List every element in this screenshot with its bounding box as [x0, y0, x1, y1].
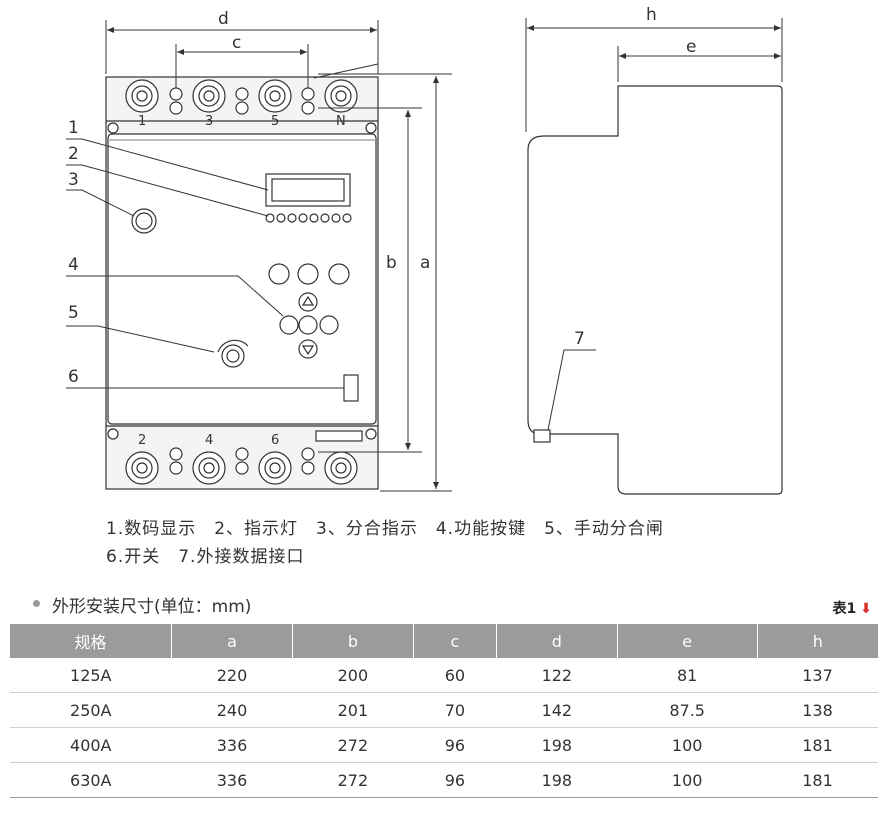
bullet-icon [33, 600, 40, 607]
dimension-drawing: 1 2 3 4 5 6 1 3 5 N 2 4 6 d c b a [66, 5, 783, 495]
header-b: b [292, 624, 414, 658]
table-cell: 100 [617, 762, 758, 798]
callout-leaders [66, 138, 344, 389]
table-cell: 96 [413, 727, 497, 763]
table-cell: 272 [292, 762, 414, 798]
table-cell: 142 [496, 692, 618, 728]
table-cell: 81 [617, 658, 758, 693]
table-cell: 250A [10, 692, 172, 728]
indicator-lights [265, 213, 352, 223]
dimension-lines-side [525, 18, 783, 431]
callout-6: 6 [68, 367, 79, 387]
pole-label-4: 4 [205, 433, 213, 448]
table-cell: 336 [171, 727, 293, 763]
table-cell: 336 [171, 762, 293, 798]
legend-line-2: 6.开关 7.外接数据接口 [106, 547, 305, 567]
pole-label-1: 1 [138, 114, 146, 129]
table-row: 630A 336 272 96 198 100 181 [10, 762, 878, 798]
dim-label-h: h [646, 5, 657, 25]
table-cell: 240 [171, 692, 293, 728]
table-cell: 400A [10, 727, 172, 763]
callout-1: 1 [68, 118, 79, 138]
table-cell: 138 [757, 692, 878, 728]
dim-label-a: a [420, 253, 430, 273]
section-title: 外形安装尺寸(单位：mm) [52, 597, 252, 617]
data-port [533, 429, 551, 443]
table-label: 表1⬇ [832, 601, 872, 617]
table-cell: 100 [617, 727, 758, 763]
table-cell: 630A [10, 762, 172, 798]
table-row: 250A 240 201 70 142 87.5 138 [10, 692, 878, 728]
table-cell: 122 [496, 658, 618, 693]
header-h: h [757, 624, 878, 658]
table-cell: 96 [413, 762, 497, 798]
dimension-lines-front [105, 20, 452, 492]
table-cell: 220 [171, 658, 293, 693]
legend-line-1: 1.数码显示 2、指示灯 3、分合指示 4.功能按键 5、手动分合闸 [106, 519, 664, 539]
function-keys [268, 263, 350, 359]
pole-label-3: 3 [205, 114, 213, 129]
panel-components [131, 173, 359, 402]
dim-label-b: b [386, 253, 397, 273]
pole-label-n: N [336, 114, 346, 129]
pole-label-2: 2 [138, 433, 146, 448]
table-cell: 198 [496, 762, 618, 798]
switch [343, 374, 359, 402]
table-cell: 137 [757, 658, 878, 693]
table-cell: 181 [757, 762, 878, 798]
table-row: 125A 220 200 60 122 81 137 [10, 658, 878, 693]
header-c: c [413, 624, 497, 658]
callout-4: 4 [68, 255, 79, 275]
bottom-terminals [107, 428, 377, 485]
pole-label-6: 6 [271, 433, 279, 448]
dim-label-c: c [232, 33, 241, 53]
table-cell: 200 [292, 658, 414, 693]
table-cell: 181 [757, 727, 878, 763]
dim-label-d: d [218, 9, 229, 29]
table-cell: 272 [292, 727, 414, 763]
header-d: d [496, 624, 618, 658]
header-spec: 规格 [10, 624, 173, 658]
table-cell: 125A [10, 658, 172, 693]
download-arrow-icon: ⬇ [860, 601, 872, 617]
callout-3: 3 [68, 170, 79, 190]
table-cell: 70 [413, 692, 497, 728]
table-cell: 87.5 [617, 692, 758, 728]
pole-label-5: 5 [271, 114, 279, 129]
table-cell: 201 [292, 692, 414, 728]
table-cell: 60 [413, 658, 497, 693]
side-view [527, 85, 783, 495]
table-cell: 198 [496, 727, 618, 763]
table-header-row: 规格 a b c d e h [10, 624, 878, 658]
top-terminals [107, 79, 377, 134]
callout-5: 5 [68, 303, 79, 323]
callout-7: 7 [574, 329, 585, 349]
callout-2: 2 [68, 144, 79, 164]
manual-switch-knob [217, 339, 249, 368]
dim-label-e: e [686, 37, 696, 57]
header-a: a [171, 624, 293, 658]
table-row: 400A 336 272 96 198 100 181 [10, 727, 878, 763]
header-e: e [617, 624, 758, 658]
dimension-table: 规格 a b c d e h 125A 220 200 60 122 81 13… [10, 624, 878, 798]
